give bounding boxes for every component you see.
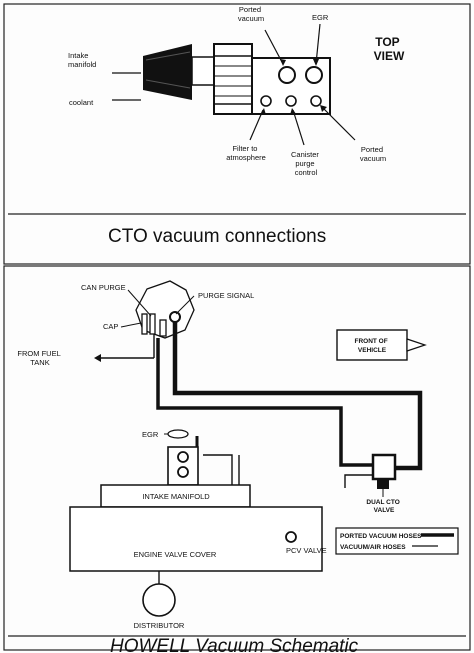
legend-box [335,527,459,555]
front-arrow [406,338,427,352]
can-purge-tube [149,313,156,335]
leader-egr [315,23,321,65]
front-of-vehicle-box [336,329,408,361]
leader-can-purge [127,289,152,317]
label-purge-signal: PURGE SIGNAL [198,291,254,300]
purge-signal-port [169,311,181,323]
arrowhead [313,59,319,66]
leader-canister [292,109,305,146]
egr-port [305,66,323,84]
label-intake-manifold: Intake manifold [68,51,96,69]
label-egr-bottom: EGR [142,430,159,439]
label-cap: CAP [103,322,118,331]
egr-valve [167,429,189,439]
pcv-valve [285,531,297,543]
canister-side-tube [159,319,167,337]
cone-streak [145,51,191,61]
label-ported-vacuum-right: Ported vacuum [360,145,386,163]
fuel-arrowhead [94,354,101,362]
label-egr-top: EGR [312,13,329,22]
label-dual-cto-valve: DUAL CTO VALVE [366,499,401,514]
title-cto-vacuum: CTO vacuum connections [108,226,326,247]
ported-vacuum-hose-main [172,322,423,471]
label-coolant: coolant [69,98,94,107]
canister-purge-hose [156,338,373,467]
label-front-of-vehicle: FRONT OF VEHICLE [354,338,389,354]
label-from-fuel-tank: FROM FUEL TANK [17,349,62,367]
arrowhead [290,108,296,115]
engine-valve-cover [69,506,323,572]
leader-purge-signal [175,295,195,315]
dual-cto-valve-base [377,479,389,489]
label-ported-vacuum-top: Ported vacuum [238,5,264,23]
top-panel-border [3,3,471,265]
cap-tube [141,313,148,335]
label-can-purge: CAN PURGE [81,283,126,292]
filter-port [260,95,272,107]
leader-ported-vacuum-top [264,29,284,65]
label-canister-purge: Canister purge control [291,150,321,177]
ported-vacuum-lower-port [310,95,322,107]
bottom-panel-border [3,265,471,651]
cone-streak-2 [145,79,191,89]
leader-cap [120,322,142,328]
label-engine-valve-cover: ENGINE VALVE COVER [134,550,217,559]
air-filter-cone [143,44,192,100]
dual-cto-valve [371,453,397,481]
canister-port [285,95,297,107]
mount-circle-lower [177,466,189,478]
ported-vacuum-port [278,66,296,84]
arrowhead [280,59,286,66]
leader-ported-right [321,106,356,141]
arrowhead [260,108,266,115]
label-intake-manifold-bottom: INTAKE MANIFOLD [142,492,210,501]
label-top-view: TOP VIEW [374,35,405,63]
mount-circle-upper [177,451,189,463]
cto-stem [191,56,215,86]
label-filter-atmosphere: Filter to atmosphere [226,144,266,162]
label-pcv-valve: PCV VALVE [286,546,327,555]
arrowhead [320,105,327,112]
title-howell-schematic: HOWELL Vacuum Schematic [110,636,359,653]
label-distributor: DISTRIBUTOR [134,621,185,630]
legend-vacuum-air-label: VACUUM/AIR HOSES [340,544,406,551]
legend-ported-label: PORTED VACUUM HOSES [340,533,422,540]
cto-lower-hose [344,474,373,488]
distributor [142,583,176,617]
